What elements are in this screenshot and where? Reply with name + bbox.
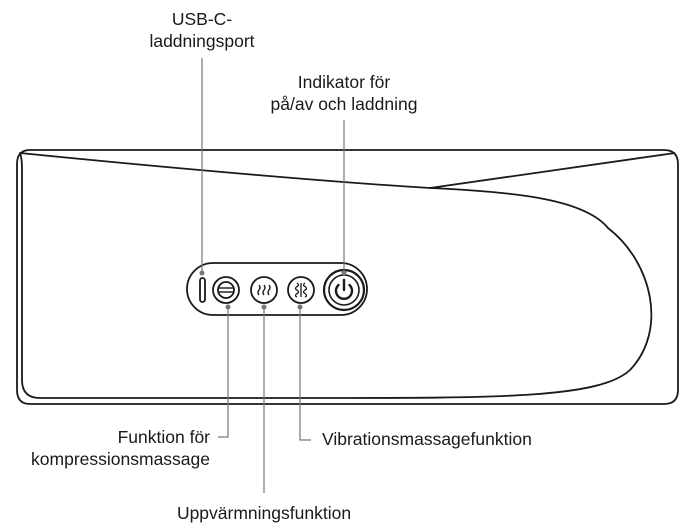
- usb-c-port-icon: [199, 277, 206, 303]
- device-body: [16, 149, 679, 405]
- device-flap-fold: [429, 152, 676, 189]
- label-power-indicator: Indikator för på/av och laddning: [270, 72, 418, 114]
- leader-lines: [201, 58, 345, 493]
- control-panel: [186, 262, 368, 316]
- compression-massage-icon[interactable]: [212, 276, 240, 304]
- leader-compression: [218, 307, 229, 438]
- leader-vibration: [299, 307, 311, 441]
- device-flap: [19, 152, 653, 399]
- device-outline: [16, 149, 679, 405]
- leader-dots: [199, 270, 347, 310]
- label-vibration: Vibrationsmassagefunktion: [322, 429, 532, 449]
- vibration-waves-icon[interactable]: [287, 276, 315, 304]
- label-compression: Funktion för kompressionsmassage: [31, 427, 210, 469]
- label-heating: Uppvärmningsfunktion: [176, 503, 352, 523]
- label-usb-port: USB-C- laddningsport: [149, 9, 255, 51]
- control-panel-outline: [186, 262, 368, 316]
- heating-waves-icon[interactable]: [250, 276, 278, 304]
- power-icon[interactable]: [322, 268, 366, 312]
